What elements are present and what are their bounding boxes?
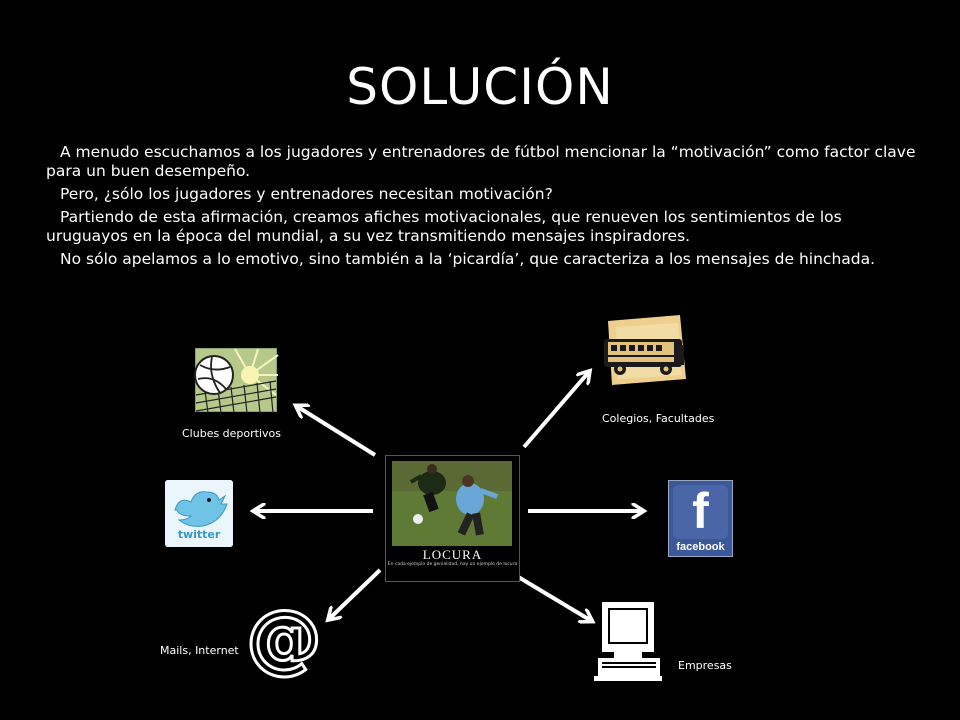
twitter-bird-graphic: [165, 480, 233, 547]
arrow-to-clubs: [298, 407, 377, 457]
paragraph-3: Partiendo de esta afirmación, creamos af…: [46, 208, 842, 245]
facebook-logo-tile: [673, 485, 728, 539]
poster-subcaption: En cada ejemplo de genialidad, hay un ej…: [387, 562, 518, 567]
paragraph-4: No sólo apelamos a lo emotivo, sino tamb…: [60, 250, 876, 268]
arrow-to-schools: [522, 373, 588, 449]
arrow-to-mails: [330, 568, 382, 618]
center-poster: LOCURA En cada ejemplo de genialidad, ha…: [385, 455, 520, 582]
paragraph-2: Pero, ¿sólo los jugadores y entrenadores…: [60, 185, 553, 203]
volleyball-net-icon: [193, 346, 279, 414]
poster-photo: [392, 461, 512, 546]
body-text: A menudo escuchamos a los jugadores y en…: [46, 143, 926, 273]
football-players-graphic: [392, 461, 512, 546]
school-bus-icon: [604, 315, 686, 385]
facebook-wordmark: facebook: [676, 541, 725, 553]
twitter-bird-icon: twitter: [165, 480, 233, 547]
label-schools: Colegios, Facultades: [602, 412, 715, 425]
paragraph-1: A menudo escuchamos a los jugadores y en…: [46, 143, 916, 180]
at-sign-icon: @: [245, 593, 324, 682]
computer-icon: [594, 602, 662, 681]
twitter-wordmark: twitter: [177, 528, 221, 541]
facebook-icon: f facebook: [668, 480, 733, 557]
slide-title: SOLUCIÓN: [346, 58, 614, 116]
facebook-f-glyph: f: [692, 483, 709, 539]
label-clubs: Clubes deportivos: [182, 427, 282, 440]
arrow-to-companies: [513, 573, 590, 620]
label-mails: Mails, Internet: [160, 644, 239, 657]
label-companies: Empresas: [678, 659, 732, 672]
poster-caption: LOCURA: [422, 547, 483, 562]
